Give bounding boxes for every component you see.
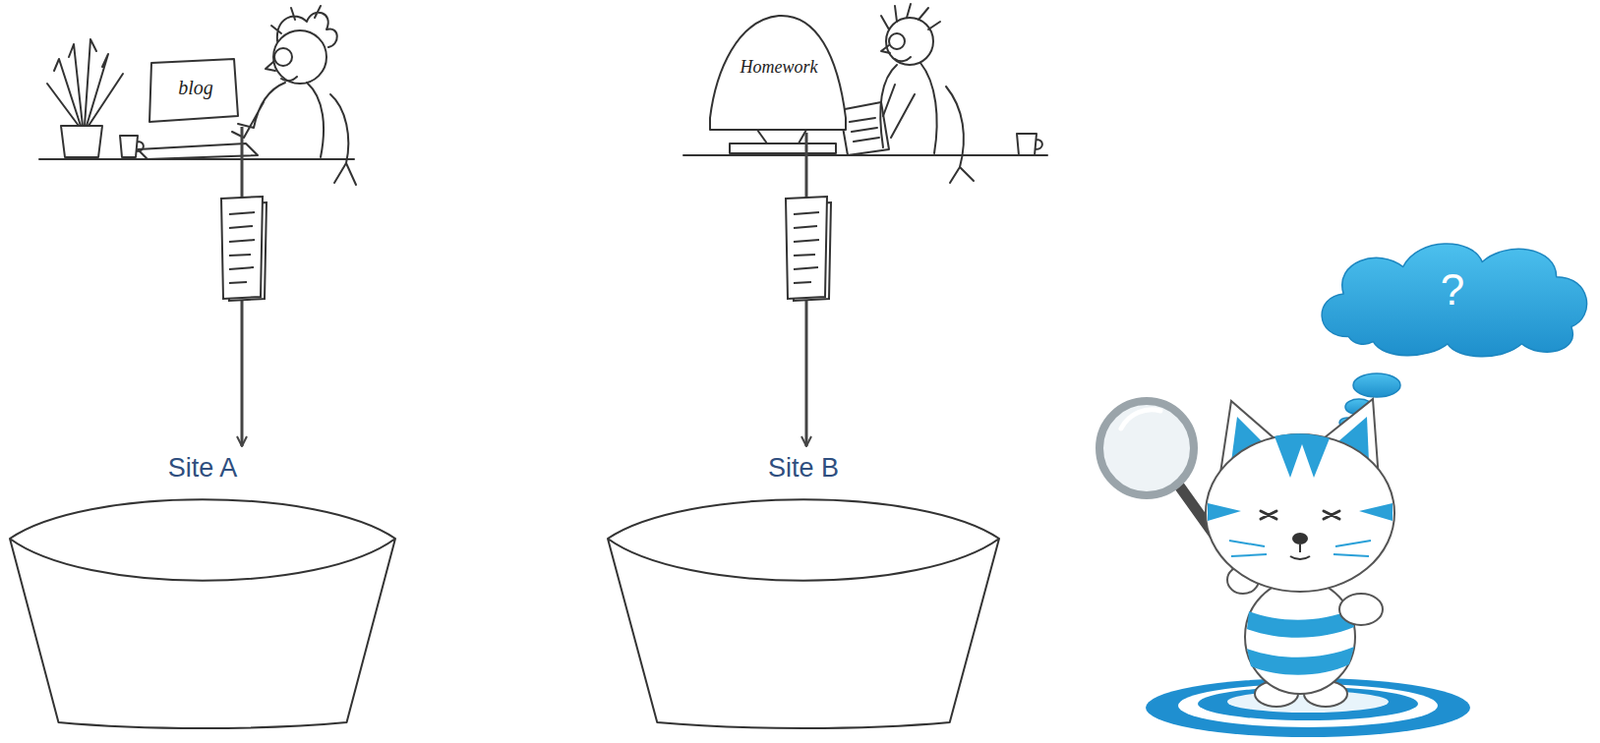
face [265, 60, 297, 81]
bubble [1353, 373, 1401, 398]
monitor-shape [710, 15, 846, 130]
hair [271, 5, 338, 48]
chair [330, 94, 356, 185]
desk-line [683, 154, 1048, 157]
face [881, 45, 911, 61]
bowl-shape [9, 499, 396, 729]
bowl-outline [7, 447, 398, 733]
cat-head [1205, 434, 1395, 593]
monitor-stand [729, 129, 836, 154]
bowl-node: Site A [7, 447, 398, 733]
cat-eye [1260, 511, 1340, 520]
screen-text: Homework [740, 57, 819, 78]
site-label: Site B [768, 453, 839, 484]
cup [119, 135, 144, 158]
body [880, 62, 937, 154]
screen-text: blog [177, 76, 214, 100]
thought-text: ? [1440, 265, 1465, 316]
cheek-stripe [1207, 503, 1393, 522]
document-page [785, 196, 828, 299]
glass-highlight [1121, 410, 1161, 429]
cloud-node: ? [1308, 232, 1597, 360]
head [273, 30, 327, 84]
whiskers [1229, 540, 1371, 557]
homework-sketch [683, 3, 1048, 183]
plant-pot [60, 125, 103, 158]
monitor-node: Homework [708, 11, 850, 132]
cat-arm [1339, 593, 1383, 626]
bowl-outline [605, 447, 1002, 733]
paper [839, 102, 889, 156]
shirt-stripe [1246, 647, 1355, 676]
laptop-shape [149, 59, 238, 122]
cat-mouth [1290, 544, 1310, 560]
glasses [888, 33, 905, 50]
hair [881, 3, 941, 30]
bowl-shape [607, 499, 1000, 729]
cat-nose [1292, 533, 1308, 545]
body [232, 82, 324, 158]
document-icon [221, 196, 267, 301]
document-lines [229, 212, 255, 284]
document-page [221, 196, 263, 299]
site-label: Site A [168, 453, 238, 484]
cloud-shape [1321, 243, 1587, 357]
desk-line [39, 158, 355, 161]
mug [1016, 133, 1043, 156]
laptop-base [137, 143, 258, 160]
blogger-sketch [39, 5, 356, 185]
laptop-node: blog [143, 59, 248, 126]
bowl-node: Site B [605, 447, 1002, 733]
head-stripe [1274, 433, 1330, 478]
glasses [274, 48, 293, 66]
magnifier-glass [1099, 401, 1194, 496]
arm [883, 84, 915, 138]
chair [946, 86, 974, 183]
cat-body [1244, 580, 1356, 695]
cat-mascot [1099, 399, 1471, 738]
document-icon [785, 196, 831, 301]
shirt-stripe [1246, 609, 1355, 639]
document-lines [793, 212, 820, 284]
plant-leaves [47, 39, 123, 126]
